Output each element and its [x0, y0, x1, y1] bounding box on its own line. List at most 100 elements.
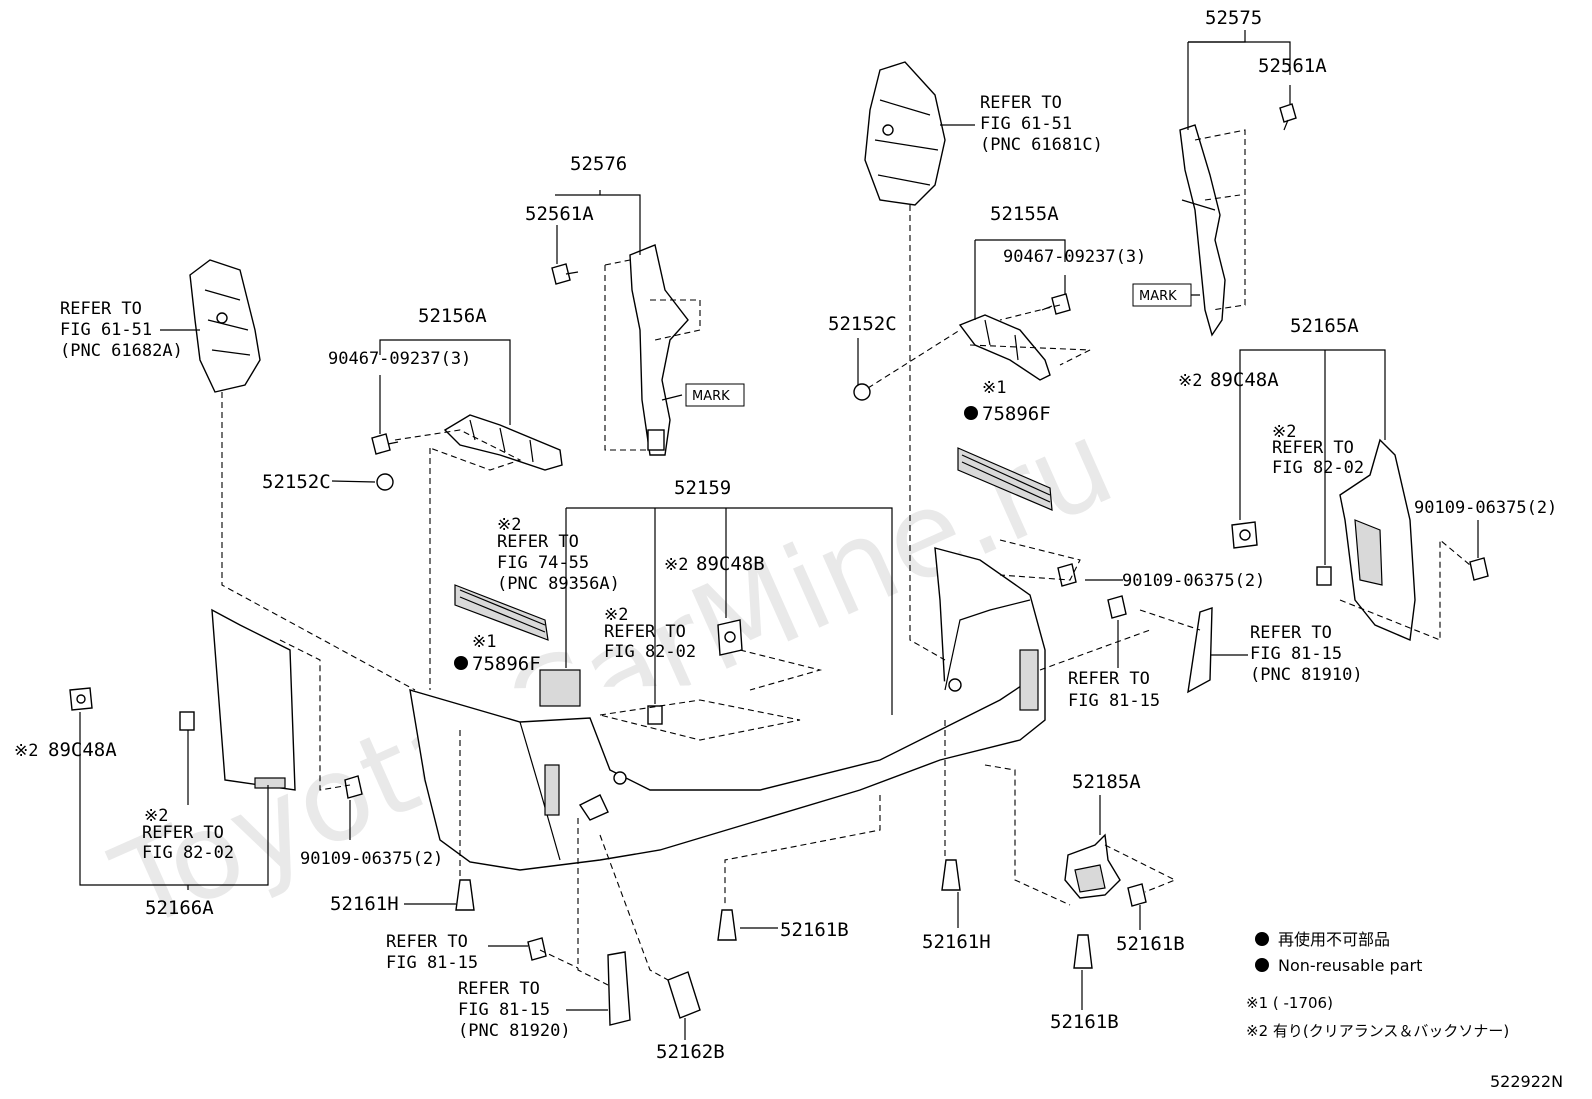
label-90109-right[interactable]: 90109-06375(2) — [1414, 498, 1557, 518]
label-52161h-right[interactable]: 52161H — [922, 931, 991, 953]
label-refer-8115-bottom-1[interactable]: REFER TO — [458, 979, 540, 999]
clip-89c48a-left — [69, 687, 93, 711]
label-refer-8115-left-2[interactable]: FIG 81-15 — [386, 953, 478, 973]
clip-8202-left — [179, 711, 195, 731]
non-reusable-dot-right — [964, 406, 978, 420]
retainer-52155a — [958, 314, 1051, 381]
plate-89356a — [539, 669, 581, 707]
bracket-61682a — [189, 259, 261, 393]
label-refer-7455-1: ※2 — [497, 515, 521, 535]
lamp-81910 — [1187, 607, 1213, 694]
label-52152c-right[interactable]: 52152C — [828, 313, 897, 335]
label-refer-8202-mid-2[interactable]: REFER TO — [604, 622, 686, 642]
label-90109-left[interactable]: 90109-06375(2) — [300, 849, 443, 869]
label-52161h-left[interactable]: 52161H — [330, 893, 399, 915]
diagram-id: 522922N — [1490, 1072, 1563, 1091]
label-89c48b[interactable]: 89C48B — [696, 553, 765, 575]
label-90467-right[interactable]: 90467-09237(3) — [1003, 247, 1146, 267]
mark-box-left — [685, 383, 745, 407]
label-note1-left: ※1 — [472, 632, 496, 652]
legend: 再使用不可部品 Non-reusable part ※1 ( -1706) ※2… — [1246, 930, 1509, 1040]
label-refer-7455-3[interactable]: FIG 74-55 — [497, 553, 589, 573]
label-52161b-bottom[interactable]: 52161B — [1050, 1011, 1119, 1033]
label-52576[interactable]: 52576 — [570, 153, 627, 175]
label-refer-6151-left-3[interactable]: (PNC 61682A) — [60, 341, 183, 361]
label-52166a[interactable]: 52166A — [145, 897, 214, 919]
label-52561a-left[interactable]: 52561A — [525, 203, 594, 225]
leader-lines — [79, 30, 1479, 1040]
label-52159[interactable]: 52159 — [674, 477, 731, 499]
label-52575[interactable]: 52575 — [1205, 7, 1262, 29]
retainer-52156a — [443, 414, 563, 471]
label-refer-8115-right-3[interactable]: (PNC 81910) — [1250, 665, 1363, 685]
label-note2-89c48a-right: ※2 — [1178, 371, 1202, 391]
label-refer-8202-mid-3[interactable]: FIG 82-02 — [604, 642, 696, 662]
label-52165a[interactable]: 52165A — [1290, 315, 1359, 337]
label-note2-89c48b: ※2 — [664, 555, 688, 575]
label-52155a[interactable]: 52155A — [990, 203, 1059, 225]
label-mark-left: MARK — [692, 389, 730, 404]
fasteners — [344, 103, 1489, 969]
label-refer-8115-right-2[interactable]: FIG 81-15 — [1250, 644, 1342, 664]
bracket-61681c — [864, 61, 946, 206]
non-reusable-dot-left — [454, 656, 468, 670]
label-refer-7455-2[interactable]: REFER TO — [497, 532, 579, 552]
label-refer-8202-right-3[interactable]: FIG 82-02 — [1272, 458, 1364, 478]
side-piece-52166a — [211, 608, 296, 791]
label-refer-8202-left-2[interactable]: REFER TO — [142, 823, 224, 843]
label-refer-8202-left-3[interactable]: FIG 82-02 — [142, 843, 234, 863]
clip-8202-mid — [647, 705, 663, 725]
reflector-75896f-left — [454, 584, 549, 641]
mark-box-right — [1132, 283, 1192, 307]
label-52162b[interactable]: 52162B — [656, 1041, 725, 1063]
label-refer-7455-4[interactable]: (PNC 89356A) — [497, 574, 620, 594]
label-note2-89c48a-left: ※2 — [14, 741, 38, 761]
label-75896f-left[interactable]: 75896F — [472, 653, 541, 675]
label-refer-6151-right-3[interactable]: (PNC 61681C) — [980, 135, 1103, 155]
legend-note2: ※2 有り(クリアランス＆バックソナー) — [1246, 1022, 1509, 1040]
label-refer-8202-right-2[interactable]: REFER TO — [1272, 438, 1354, 458]
label-refer-8202-mid-1: ※2 — [604, 605, 628, 625]
label-75896f-right[interactable]: 75896F — [982, 403, 1051, 425]
label-refer-8202-left-1: ※2 — [144, 806, 168, 826]
lamp-81920 — [607, 951, 631, 1026]
side-piece-52165a — [1339, 438, 1416, 642]
bracket-52185a — [1064, 833, 1121, 899]
label-refer-8115-bottom-2[interactable]: FIG 81-15 — [458, 1000, 550, 1020]
clip-89c48a-right — [1231, 521, 1258, 549]
label-52561a-right[interactable]: 52561A — [1258, 55, 1327, 77]
label-mark-right: MARK — [1139, 289, 1177, 304]
label-89c48a-left[interactable]: 89C48A — [48, 739, 117, 761]
label-refer-6151-left-2[interactable]: FIG 61-51 — [60, 320, 152, 340]
label-note1-right: ※1 — [982, 378, 1006, 398]
label-refer-8115-right-1[interactable]: REFER TO — [1250, 623, 1332, 643]
label-52185a[interactable]: 52185A — [1072, 771, 1141, 793]
label-52156a[interactable]: 52156A — [418, 305, 487, 327]
label-refer-6151-right-2[interactable]: FIG 61-51 — [980, 114, 1072, 134]
retainer-52575 — [1179, 124, 1226, 337]
label-90109-mid[interactable]: 90109-06375(2) — [1122, 571, 1265, 591]
label-refer-8202-right-1: ※2 — [1272, 422, 1296, 442]
clip-89c48b — [717, 619, 743, 656]
label-refer-6151-left-1[interactable]: REFER TO — [60, 299, 142, 319]
label-52161b-right[interactable]: 52161B — [1116, 933, 1185, 955]
cap-52162b — [667, 971, 701, 1019]
label-90467-left[interactable]: 90467-09237(3) — [328, 349, 471, 369]
label-refer-8115-mid-2[interactable]: FIG 81-15 — [1068, 691, 1160, 711]
label-refer-6151-right-1[interactable]: REFER TO — [980, 93, 1062, 113]
label-52152c-left[interactable]: 52152C — [262, 471, 331, 493]
label-refer-8115-mid-1[interactable]: REFER TO — [1068, 669, 1150, 689]
rear-bumper-cover — [409, 547, 1046, 871]
legend-en: Non-reusable part — [1278, 956, 1422, 975]
label-refer-8115-bottom-3[interactable]: (PNC 81920) — [458, 1021, 571, 1041]
clip-8202-right — [1316, 566, 1332, 586]
retainer-52576 — [629, 244, 689, 456]
part-labels: 52575 52561A 52576 52561A REFER TO FIG 6… — [14, 7, 1557, 1063]
label-52161b-mid[interactable]: 52161B — [780, 919, 849, 941]
label-89c48a-right[interactable]: 89C48A — [1210, 369, 1279, 391]
legend-dot-jp — [1255, 932, 1269, 946]
legend-jp: 再使用不可部品 — [1278, 930, 1390, 949]
label-refer-8115-left-1[interactable]: REFER TO — [386, 932, 468, 952]
legend-dot-en — [1255, 958, 1269, 972]
